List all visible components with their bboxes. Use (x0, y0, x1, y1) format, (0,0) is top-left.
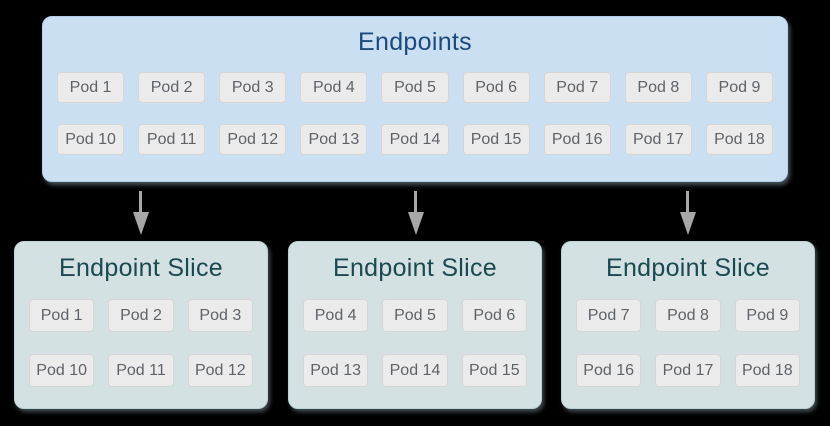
pod-box: Pod 6 (461, 299, 527, 332)
pod-box: Pod 7 (543, 72, 611, 103)
endpoints-box: Endpoints Pod 1 Pod 2 Pod 3 Pod 4 Pod 5 Pod 6… (42, 16, 788, 182)
endpoint-slice-title: Endpoint Slice (605, 254, 771, 282)
pod-box: Pod 17 (624, 124, 692, 155)
pod-box: Pod 16 (576, 354, 642, 387)
pod-box: Pod 9 (734, 299, 800, 332)
pod-box: Pod 2 (138, 72, 206, 103)
pod-box: Pod 10 (57, 124, 125, 155)
endpoints-title: Endpoints (358, 28, 472, 56)
arrow-shaft (686, 191, 689, 212)
pod-box: Pod 6 (462, 72, 530, 103)
pod-box: Pod 18 (734, 354, 800, 387)
pod-box: Pod 17 (655, 354, 721, 387)
pod-box: Pod 11 (108, 354, 174, 387)
arrow-head (679, 212, 696, 235)
slice-pod-grid: Pod 4 Pod 5 Pod 6 Pod 13 Pod 14 Pod 15 (289, 283, 541, 387)
pod-box: Pod 11 (138, 124, 206, 155)
pod-box: Pod 3 (187, 299, 253, 332)
slice-pod-grid: Pod 7 Pod 8 Pod 9 Pod 16 Pod 17 Pod 18 (562, 283, 814, 387)
pod-box: Pod 5 (381, 72, 449, 103)
pod-box: Pod 4 (300, 72, 368, 103)
endpoint-slice-title: Endpoint Slice (332, 254, 498, 282)
down-arrow-icon (407, 191, 424, 235)
pod-box: Pod 8 (655, 299, 721, 332)
pod-box: Pod 14 (381, 124, 449, 155)
endpoint-slice-title: Endpoint Slice (58, 254, 224, 282)
pod-box: Pod 9 (705, 72, 773, 103)
pod-box: Pod 1 (57, 72, 125, 103)
pod-box: Pod 2 (108, 299, 174, 332)
endpoints-pod-grid: Pod 1 Pod 2 Pod 3 Pod 4 Pod 5 Pod 6 Pod 7 Pod 8… (43, 57, 787, 155)
down-arrow-icon (679, 191, 696, 235)
pod-box: Pod 7 (576, 299, 642, 332)
arrow-shaft (414, 191, 417, 212)
pod-box: Pod 4 (303, 299, 369, 332)
arrow-head (132, 212, 149, 235)
slice-pod-grid: Pod 1 Pod 2 Pod 3 Pod 10 Pod 11 Pod 12 (15, 283, 267, 387)
down-arrow-icon (132, 191, 149, 235)
pod-box: Pod 15 (461, 354, 527, 387)
pod-box: Pod 18 (705, 124, 773, 155)
pod-box: Pod 16 (543, 124, 611, 155)
pod-box: Pod 13 (300, 124, 368, 155)
pod-box: Pod 8 (624, 72, 692, 103)
pod-box: Pod 15 (462, 124, 530, 155)
pod-box: Pod 13 (303, 354, 369, 387)
arrow-head (407, 212, 424, 235)
pod-box: Pod 10 (29, 354, 95, 387)
pod-box: Pod 12 (187, 354, 253, 387)
pod-box: Pod 3 (219, 72, 287, 103)
pod-box: Pod 5 (382, 299, 448, 332)
arrow-shaft (139, 191, 142, 212)
pod-box: Pod 1 (29, 299, 95, 332)
pod-box: Pod 12 (219, 124, 287, 155)
pod-box: Pod 14 (382, 354, 448, 387)
